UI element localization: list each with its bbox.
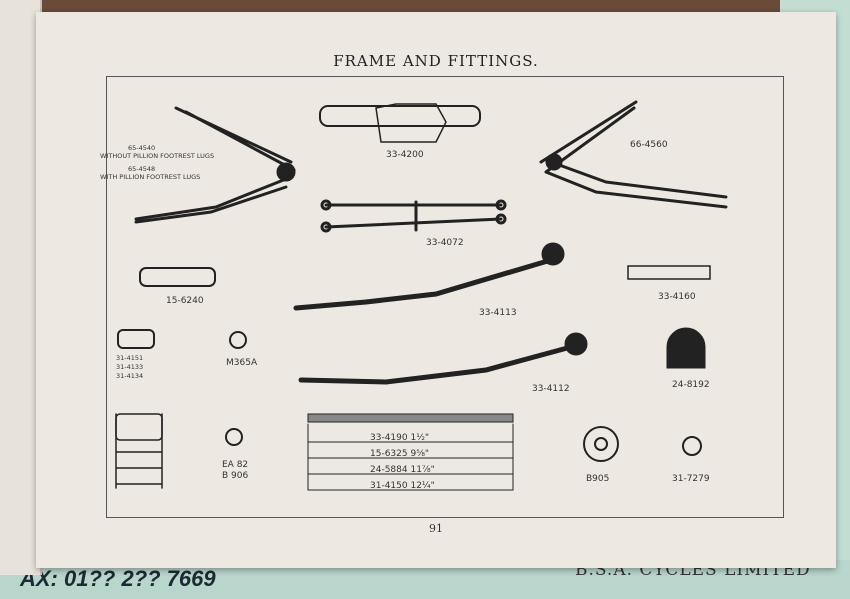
catalog-page: FRAME AND FITTINGS. [36, 12, 836, 568]
spindle-label: 33-4190 1½" [370, 433, 430, 443]
tie-rods-drawing [320, 199, 507, 233]
part-label: 33-4113 [479, 308, 517, 318]
part-description: WITHOUT PILLION FOOTREST LUGS [100, 152, 215, 160]
part-label: 31-4134 [116, 372, 144, 380]
part-label: 31-7279 [672, 474, 710, 484]
frame-stay-right-drawing [539, 100, 728, 209]
part-label: 31-4151 [116, 354, 144, 362]
part-label: 33-4112 [532, 384, 570, 394]
fax-text: AX: 01?? 2?? 7669 [20, 566, 216, 591]
part-label: B 906 [222, 471, 249, 481]
spacer-stack-drawing [115, 413, 163, 489]
nut-m365a-drawing [229, 331, 247, 349]
part-description: WITH PILLION FOOTREST LUGS [100, 173, 201, 181]
part-label: 31-4133 [116, 363, 144, 371]
page-title: FRAME AND FITTINGS. [333, 52, 539, 70]
part-label: B905 [586, 474, 610, 484]
page-number: 91 [429, 522, 443, 535]
rear-frame-stay-drawing [134, 106, 296, 224]
bush-drawing [117, 329, 155, 349]
spindle-label: 15-6325 9⅝" [370, 449, 430, 459]
bracket-24-8192-drawing [666, 327, 706, 369]
nut-ea82-drawing [225, 428, 243, 446]
stay-33-4112-drawing [298, 332, 588, 385]
part-label: 65-4548 [128, 165, 156, 173]
spacer-tube-drawing [139, 267, 216, 287]
part-label: 24-8192 [672, 380, 710, 390]
part-label: M365A [226, 358, 258, 368]
part-label: 33-4072 [426, 238, 464, 248]
part-label: 66-4560 [630, 140, 668, 150]
part-label: 65-4540 [128, 144, 156, 152]
washer-b905-drawing [583, 426, 619, 462]
spindle-label: 24-5884 11⅞" [370, 465, 435, 475]
cross-tube-drawing [319, 103, 481, 143]
threaded-spindle-drawing [627, 265, 711, 280]
nut-31-7279-drawing [682, 436, 702, 456]
stay-33-4113-drawing [293, 242, 565, 311]
part-label: 15-6240 [166, 296, 204, 306]
spindle-label: 31-4150 12¼" [370, 481, 435, 491]
parts-drawings [115, 100, 728, 491]
part-label: EA 82 [222, 460, 249, 470]
illustration-frame [106, 76, 784, 518]
spindle-lengths-drawing [307, 413, 514, 491]
part-label: 33-4200 [386, 150, 424, 160]
left-page-edge [0, 0, 42, 575]
part-label: 33-4160 [658, 292, 696, 302]
